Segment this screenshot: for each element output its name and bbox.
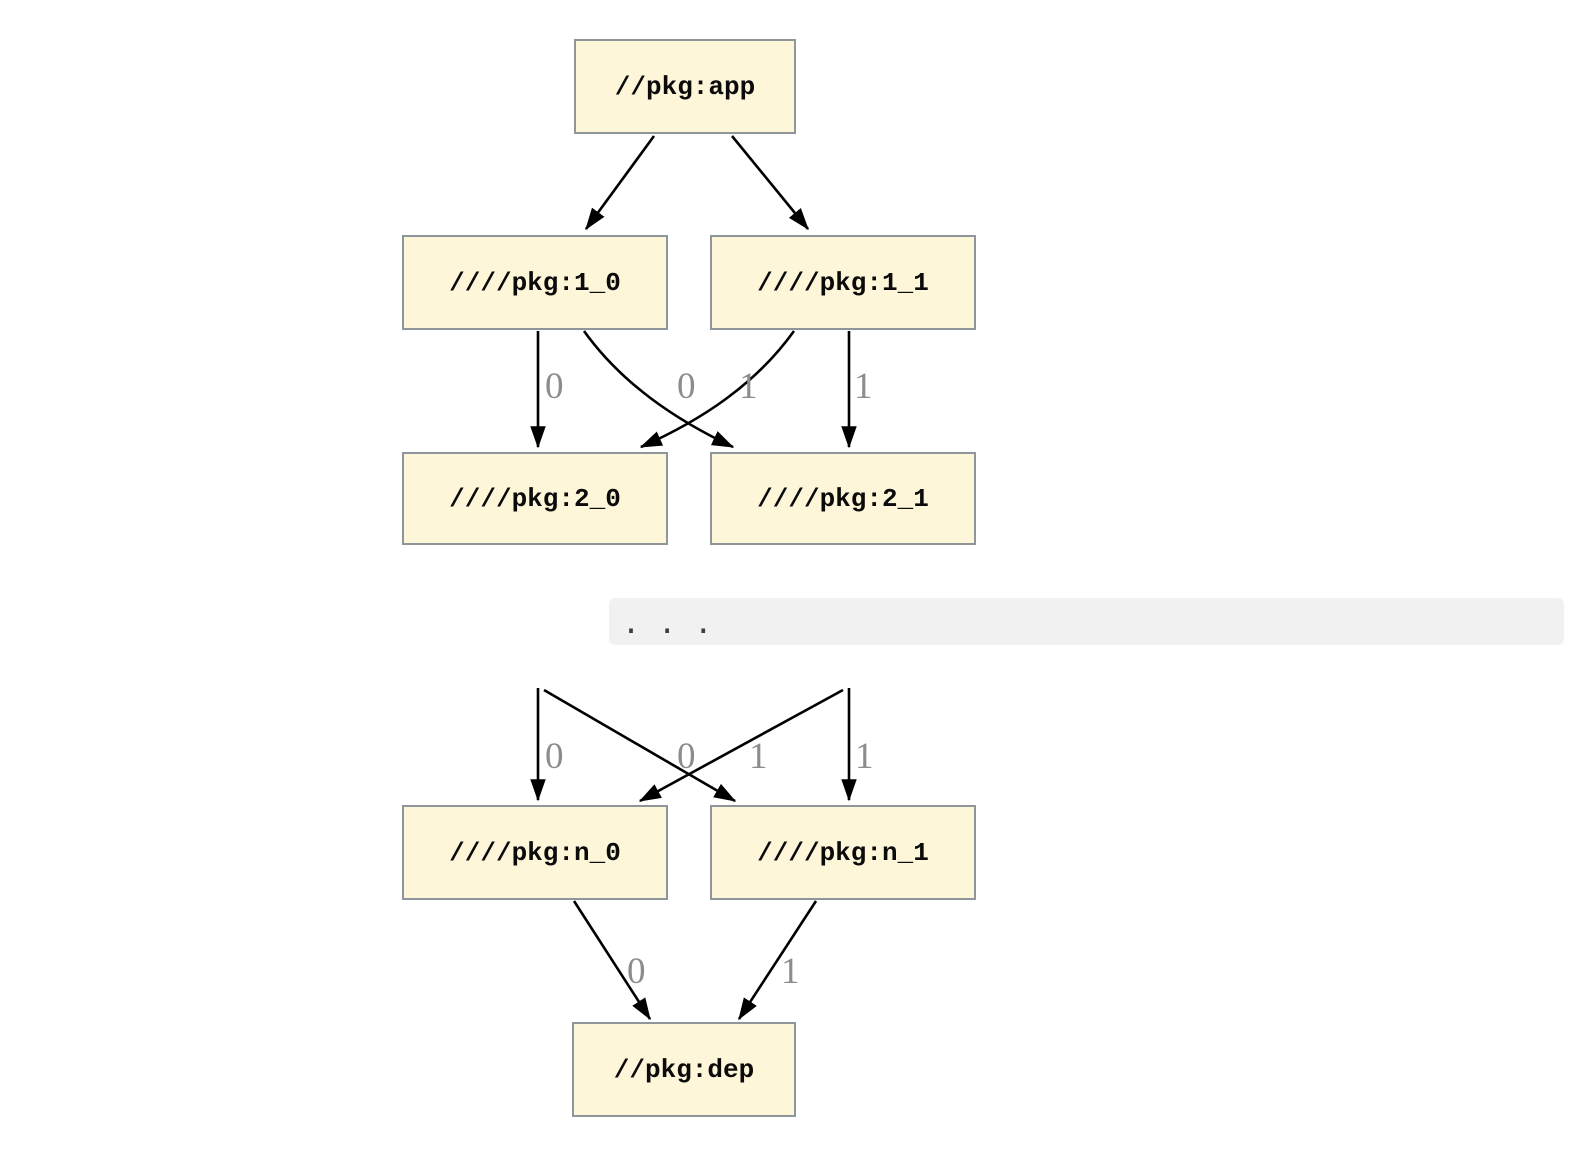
edge-app-to-1-0: [584, 135, 656, 231]
node-pkg-1-1: ////pkg:1_1: [710, 235, 976, 330]
edge-prev-to-n-1-cross: [543, 688, 737, 803]
node-pkg-dep: //pkg:dep: [572, 1022, 796, 1117]
edge-1-1-to-2-0: [639, 330, 796, 449]
node-pkg-app: //pkg:app: [574, 39, 796, 134]
edge-label-1-1-to-2-0: 0: [677, 366, 696, 407]
edge-label-n-1-to-dep: 1: [781, 951, 800, 992]
ellipsis-code-block: . . .: [609, 598, 1564, 645]
edge-label-to-n-1-cross: 1: [749, 736, 768, 777]
edge-label-to-n-0-vert: 0: [545, 736, 564, 777]
edge-label-to-n-0-cross: 0: [677, 736, 696, 777]
edge-label-1-0-to-2-0: 0: [545, 366, 564, 407]
edge-prev-to-n-0-cross: [638, 688, 844, 803]
node-pkg-n-0: ////pkg:n_0: [402, 805, 668, 900]
node-pkg-1-0: ////pkg:1_0: [402, 235, 668, 330]
edge-label-1-1-to-2-1: 1: [854, 366, 873, 407]
edge-1-0-to-2-1: [582, 330, 735, 449]
edge-label-to-n-1-vert: 1: [855, 736, 874, 777]
node-pkg-n-1: ////pkg:n_1: [710, 805, 976, 900]
node-pkg-2-1: ////pkg:2_1: [710, 452, 976, 545]
edge-n-1-to-dep: [737, 900, 818, 1021]
edge-app-to-1-1: [730, 135, 810, 231]
edge-label-1-0-to-2-1: 1: [739, 366, 758, 407]
node-pkg-2-0: ////pkg:2_0: [402, 452, 668, 545]
edge-label-n-0-to-dep: 0: [627, 951, 646, 992]
